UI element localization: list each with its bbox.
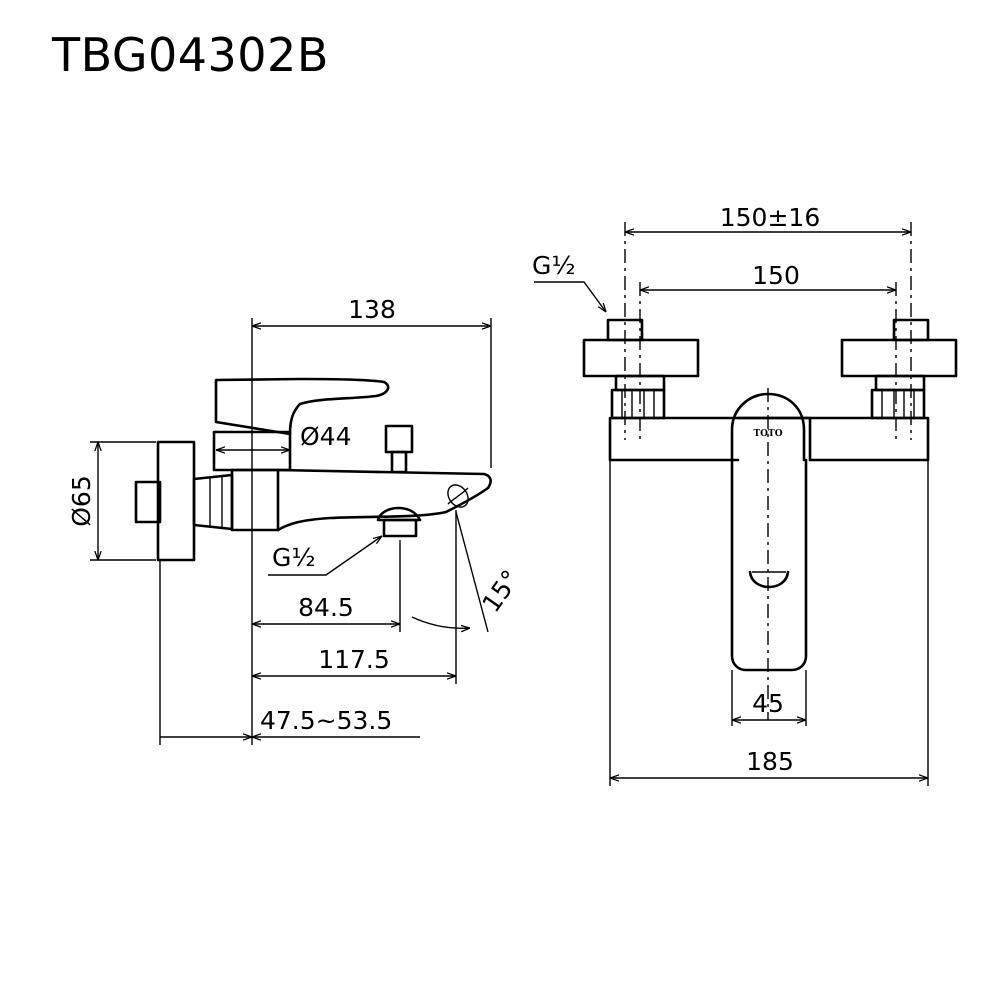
body-bar [608, 416, 930, 462]
dim-spout-length: 117.5 [318, 645, 390, 674]
wall-flange [156, 440, 196, 562]
lever-front [730, 458, 808, 672]
dim-total-width: 185 [746, 747, 794, 776]
left-wall-flange [582, 338, 700, 378]
lever-handle [214, 377, 390, 436]
outlet-thread [382, 518, 418, 538]
model-number-title: TBG04302B [52, 28, 329, 82]
hex-nut [192, 473, 234, 531]
left-hex-nut [610, 388, 666, 420]
dim-handle-width: 45 [752, 689, 784, 718]
right-wall-flange [840, 338, 958, 378]
right-hex-nut [870, 388, 926, 420]
dim-depth: 138 [348, 295, 396, 324]
mixer-body [230, 468, 280, 532]
dim-outlet-thread: G½ [272, 543, 316, 572]
diverter-stem [390, 450, 408, 474]
spout [276, 468, 492, 532]
diverter-knob [384, 424, 414, 454]
front-view: TOTO 150±16 150 G½ 45 185 [532, 203, 958, 786]
right-nut-top [874, 374, 926, 392]
inlet-stub [134, 480, 162, 524]
dim-outlet-distance: 84.5 [298, 593, 354, 622]
dim-flange-diameter: Ø65 [67, 475, 96, 527]
dim-inlet-thread: G½ [532, 251, 576, 280]
dim-lever-diameter: Ø44 [300, 422, 352, 451]
dim-wall-offset: 47.5~53.5 [260, 706, 392, 735]
side-view: 138 Ø44 Ø65 G½ 84.5 117.5 47.5~53.5 15° [67, 295, 526, 745]
dim-centers-range: 150±16 [720, 203, 820, 232]
lever-notch [748, 570, 790, 589]
dim-centers: 150 [752, 261, 800, 290]
dim-spout-angle: 15° [476, 565, 525, 618]
shower-outlet [376, 506, 422, 522]
